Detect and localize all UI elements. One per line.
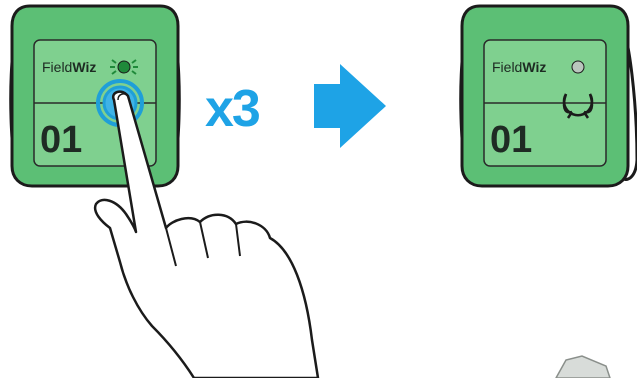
brand-label: FieldWiz [42,59,96,75]
led-icon [110,59,138,75]
partial-object [554,355,612,379]
brand-label: FieldWiz [492,59,546,75]
device-number: 01 [40,119,82,161]
device-after: FieldWiz 01 [459,4,637,188]
led-icon [571,60,585,74]
device-number: 01 [490,119,532,161]
press-count: x3 [205,80,260,138]
power-button-icon[interactable] [562,93,594,119]
device-before: FieldWiz 01 [9,4,181,188]
right-arrow-icon [314,64,386,148]
